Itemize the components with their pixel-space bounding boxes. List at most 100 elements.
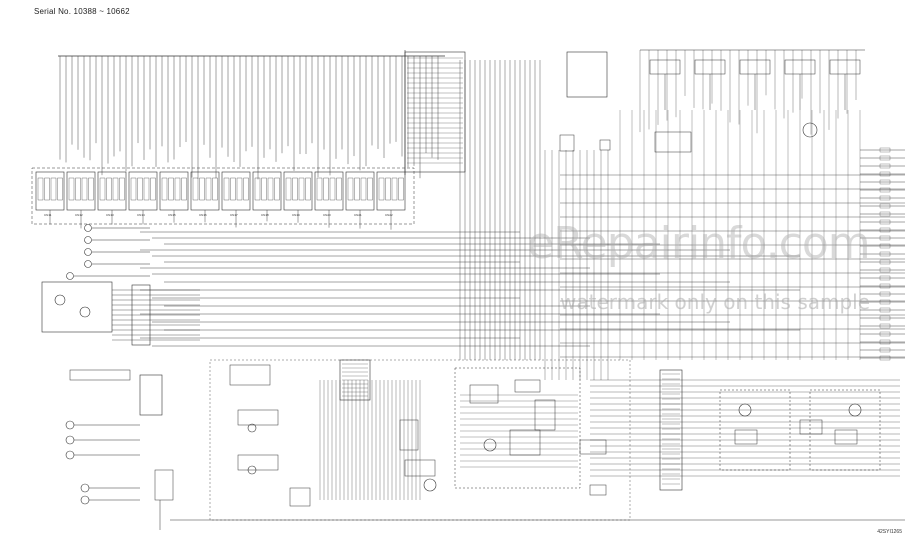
connector-pin: [316, 177, 323, 201]
connector-pin: [88, 177, 94, 201]
watermark-note: watermark only on this sample: [560, 290, 871, 314]
terminal-tag: [879, 171, 891, 177]
relay-box: [599, 139, 611, 151]
connector-label: CN13: [106, 213, 114, 217]
connector-pin: [106, 177, 112, 201]
connector-block-cn13: [97, 171, 127, 211]
terminal-tag: [879, 267, 891, 273]
switch-symbol: [66, 272, 74, 280]
connector-pin: [329, 177, 336, 201]
switch-box: [654, 131, 692, 153]
connector-pin: [212, 177, 218, 201]
connector-block-cn16: [190, 171, 220, 211]
connector-pin: [161, 177, 168, 201]
terminal-tag: [879, 347, 891, 353]
connector-block-cn12: [66, 171, 96, 211]
connector-block-cn22: [376, 171, 406, 211]
terminal-tag: [879, 195, 891, 201]
terminal-tag: [879, 179, 891, 185]
lamp-symbol: [65, 420, 75, 430]
relay-box: [734, 429, 758, 445]
terminal-tag: [879, 243, 891, 249]
wiper-motor-symbol: [848, 403, 862, 417]
connector-block-cn19: [283, 171, 313, 211]
terminal-tag: [879, 163, 891, 169]
connector-pin: [130, 177, 137, 201]
connector-block: [154, 469, 174, 501]
lamp-group: [237, 409, 279, 426]
lamp-group: [237, 454, 279, 471]
terminal-tag: [879, 187, 891, 193]
connector-pin: [181, 177, 187, 201]
connector-pin: [285, 177, 292, 201]
rear-wiper-outline: [809, 389, 881, 471]
connector-label: CN12: [75, 213, 83, 217]
lamp-symbol: [80, 495, 90, 505]
connector-pin: [68, 177, 75, 201]
connector-pin: [236, 177, 243, 201]
connector-block-cn20: [314, 171, 344, 211]
terminal-tag: [879, 331, 891, 337]
top-connector: [829, 59, 861, 75]
connector-pin: [336, 177, 342, 201]
connector-pin: [119, 177, 125, 201]
lamp-symbol: [65, 450, 75, 460]
terminal-tag: [879, 283, 891, 289]
connector-pin: [174, 177, 181, 201]
top-connector: [694, 59, 726, 75]
air-conditioner-outline: [454, 367, 581, 489]
terminal-tag: [879, 227, 891, 233]
serial-number-label: Serial No. 10388 ~ 10662: [34, 7, 130, 16]
relay-box: [559, 134, 575, 152]
connector-block-cn14: [128, 171, 158, 211]
lamp-symbol: [247, 465, 257, 475]
connector-label: CN22: [385, 213, 393, 217]
connector-block-cn21: [345, 171, 375, 211]
connector-label: CN19: [292, 213, 300, 217]
lamp-symbol: [247, 423, 257, 433]
connector-block-cn18: [252, 171, 282, 211]
sensor-symbol: [79, 306, 91, 318]
lamp-symbol: [65, 435, 75, 445]
connector-pin: [44, 177, 50, 201]
terminal-tag: [879, 219, 891, 225]
terminal-tag: [879, 211, 891, 217]
sensor-panel: [41, 281, 113, 333]
connector-block-cn15: [159, 171, 189, 211]
connector-pin: [391, 177, 398, 201]
connector-label: CN18: [261, 213, 269, 217]
connector-pin: [292, 177, 298, 201]
connector-pin: [223, 177, 230, 201]
connector-pin: [254, 177, 261, 201]
terminal-tag: [879, 251, 891, 257]
ac-component: [509, 429, 541, 456]
connector-pin: [385, 177, 391, 201]
connector-pin: [57, 177, 63, 201]
controller-box: [566, 51, 608, 98]
connector-pin: [360, 177, 367, 201]
wiper-motor-symbol: [738, 403, 752, 417]
motor-box: [404, 459, 436, 477]
top-connector: [739, 59, 771, 75]
connector-label: CN21: [354, 213, 362, 217]
top-connector: [784, 59, 816, 75]
switch-symbol: [84, 260, 92, 268]
connector-pin: [137, 177, 143, 201]
connector-pin: [37, 177, 44, 201]
connector-pin: [230, 177, 236, 201]
horn-box: [289, 487, 311, 507]
front-wiper-outline: [719, 389, 791, 471]
connector-pin: [243, 177, 249, 201]
document-number: 42SYI1265: [877, 529, 902, 535]
connector-pin: [75, 177, 81, 201]
terminal-tag: [879, 259, 891, 265]
terminal-tag: [879, 291, 891, 297]
connector-pin: [168, 177, 174, 201]
connector-pin: [112, 177, 119, 201]
terminal-tag: [879, 147, 891, 153]
motor-symbol: [423, 478, 437, 492]
connector-pin: [298, 177, 305, 201]
connector-pin: [192, 177, 199, 201]
ac-component: [514, 379, 541, 393]
